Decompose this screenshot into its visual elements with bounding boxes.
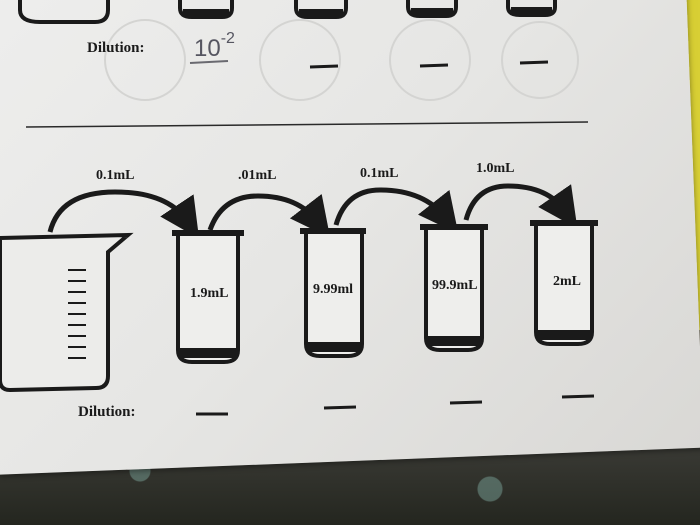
handwritten-exponent: -2: [220, 30, 235, 47]
transfer-volume-1: 0.1mL: [96, 168, 135, 183]
test-tube-2: [300, 228, 366, 358]
transfer-arrows: [47, 183, 578, 239]
top-tube-1: [18, 0, 110, 24]
faint-circles: [104, 19, 579, 101]
top-answer-blanks: [309, 60, 549, 69]
arrow-1: [47, 189, 200, 239]
top-tube-5: [506, 0, 557, 17]
tube-volume-2: 9.99ml: [313, 282, 354, 297]
transfer-volume-4: 1.0mL: [476, 161, 515, 176]
section-divider: [25, 121, 589, 128]
transfer-volume-2: .01mL: [238, 168, 277, 183]
test-tube-4: [530, 220, 598, 346]
tube-volume-3: 99.9mL: [432, 278, 478, 293]
arrow-3: [333, 187, 459, 234]
top-tube-3: [294, 0, 348, 19]
bottom-dilution-label: Dilution:: [78, 404, 136, 420]
handwritten-underline: [189, 60, 229, 64]
test-tube-1: [172, 230, 244, 364]
top-dilution-label: Dilution:: [87, 40, 145, 56]
bottom-answer-blanks: [196, 394, 595, 416]
transfer-volume-3: 0.1mL: [360, 166, 399, 181]
top-tube-4: [406, 0, 458, 18]
tube-volume-4: 2mL: [553, 274, 581, 289]
arrow-4: [463, 183, 578, 229]
tube-volume-1: 1.9mL: [190, 286, 229, 301]
arrow-2: [207, 193, 331, 238]
handwritten-dilution-answer: 10-2: [194, 30, 235, 63]
test-tube-3: [420, 224, 488, 352]
stock-beaker: [0, 232, 134, 393]
handwritten-base: 10: [194, 35, 221, 62]
top-tube-2: [178, 0, 234, 19]
